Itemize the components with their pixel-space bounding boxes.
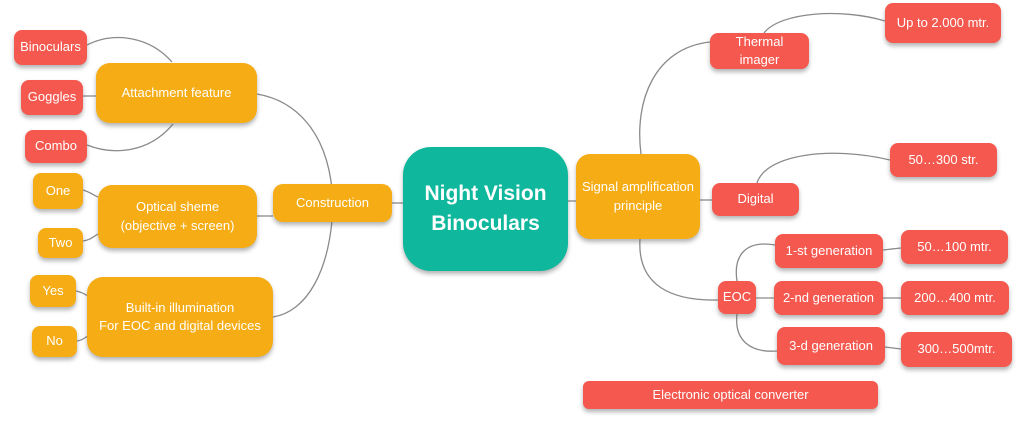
node-no[interactable]: No — [32, 326, 77, 357]
connector-two-optical — [82, 233, 99, 242]
connector-illumination-construction — [272, 202, 334, 318]
node-combo[interactable]: Combo — [25, 130, 87, 163]
connector-gen3-range — [884, 346, 902, 350]
connector-eoc-gen3 — [736, 313, 778, 352]
node-built-in-illumination[interactable]: Built-in illumination For EOC and digita… — [87, 277, 273, 357]
connector-digital-range — [756, 152, 891, 184]
node-digital-range[interactable]: 50…300 str. — [890, 143, 997, 177]
node-digital[interactable]: Digital — [712, 183, 799, 216]
connector-combo-attachment — [86, 123, 174, 152]
node-goggles[interactable]: Goggles — [21, 80, 83, 115]
connector-binoculars-attachment — [86, 36, 173, 63]
connector-eoc-gen1 — [735, 243, 776, 282]
node-one[interactable]: One — [33, 173, 83, 209]
connector-one-optical — [82, 189, 99, 198]
node-gen1-range[interactable]: 50…100 mtr. — [901, 230, 1008, 264]
node-gen3[interactable]: 3-d generation — [777, 327, 885, 365]
node-signal-amplification-principle[interactable]: Signal amplification principle — [576, 154, 700, 239]
node-eoc[interactable]: EOC — [718, 281, 756, 314]
legend-electronic-optical-converter[interactable]: Electronic optical converter — [583, 381, 878, 409]
node-gen2[interactable]: 2-nd generation — [774, 281, 883, 315]
connector-thermal-range — [763, 12, 886, 34]
node-optical-scheme[interactable]: Optical sheme (objective + screen) — [98, 185, 257, 248]
node-gen3-range[interactable]: 300…500mtr. — [901, 332, 1012, 367]
node-construction[interactable]: Construction — [273, 184, 392, 222]
connector-signal-thermal — [639, 41, 711, 155]
connector-attachment-construction — [256, 93, 334, 204]
connector-gen1-range — [882, 247, 902, 251]
node-attachment-feature[interactable]: Attachment feature — [96, 63, 257, 123]
connector-signal-eoc — [639, 238, 719, 301]
node-gen2-range[interactable]: 200…400 mtr. — [901, 281, 1009, 315]
node-two[interactable]: Two — [38, 228, 83, 258]
node-thermal-imager[interactable]: Thermal imager — [710, 33, 809, 69]
node-thermal-range[interactable]: Up to 2.000 mtr. — [885, 3, 1001, 43]
node-gen1[interactable]: 1-st generation — [775, 234, 883, 268]
node-center-night-vision-binoculars[interactable]: Night Vision Binoculars — [403, 147, 568, 271]
node-binoculars[interactable]: Binoculars — [14, 30, 87, 65]
node-yes[interactable]: Yes — [30, 275, 76, 307]
